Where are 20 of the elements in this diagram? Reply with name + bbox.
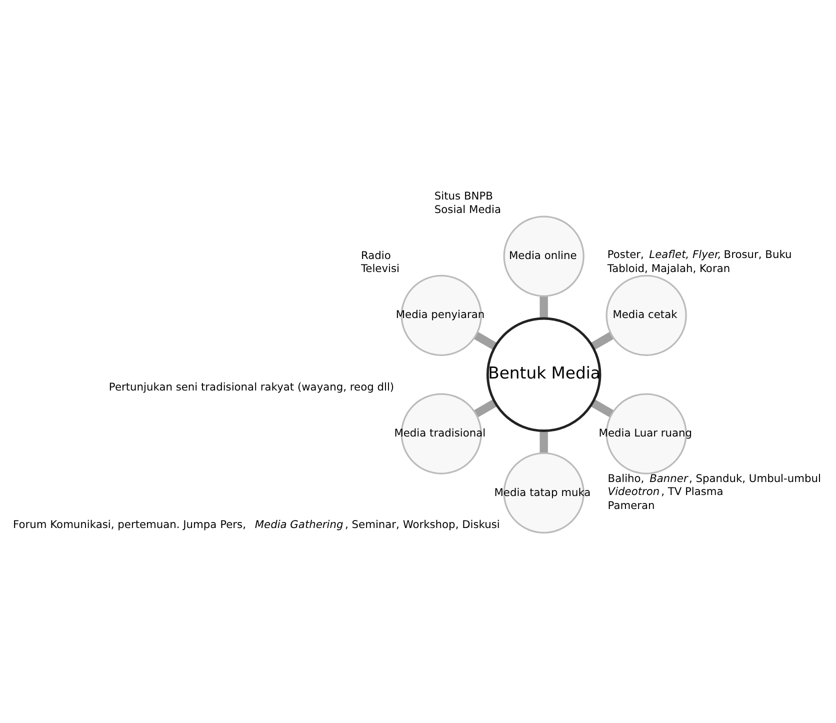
node-label: Radio [361, 248, 391, 262]
connector [474, 399, 498, 418]
node-label: Tabloid, Majalah, Koran [607, 262, 730, 275]
node-label: Pameran [608, 499, 655, 512]
node-label: Baliho, Banner, Spanduk, Umbul-umbul [608, 472, 821, 486]
node-label: Videotron, TV Plasma [608, 485, 724, 498]
node-circle: Media online [503, 216, 584, 297]
node-label: Sosial Media [434, 202, 501, 216]
node-label: Media tatap muka [494, 486, 591, 499]
connector [590, 332, 614, 350]
node-label: Televisi [361, 262, 400, 275]
connector [540, 431, 548, 453]
connector [540, 296, 548, 318]
connector [474, 332, 498, 350]
node-circle: Media cetak [606, 274, 687, 356]
node-label: Situs BNPB [434, 190, 493, 203]
node-label: Poster, Leaflet, Flyer, Brosur, Buku [607, 248, 792, 261]
connector [590, 399, 614, 418]
node-label: Forum Komunikasi, pertemuan. Jumpa Pers, Media Gathering, Seminar, Workshop, Diskusi [13, 518, 500, 532]
node-label: Pertunjukan seni tradisional rakyat (wayang, reog dll) [108, 380, 394, 394]
